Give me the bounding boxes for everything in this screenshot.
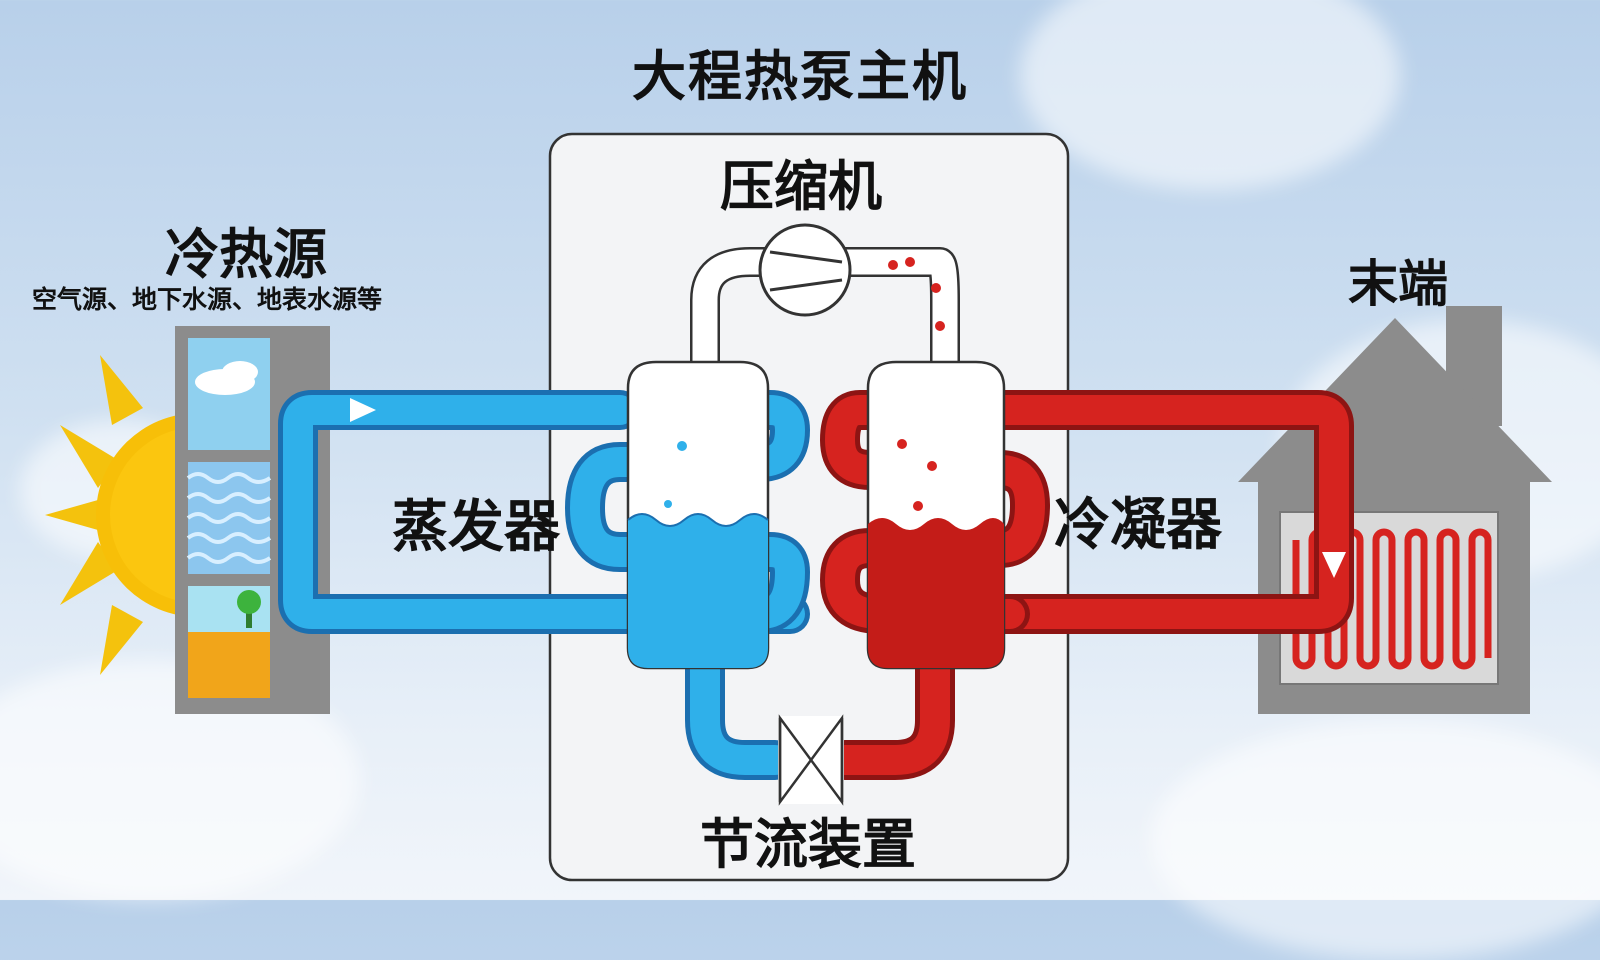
evaporator-tank [626,360,770,670]
terminal-label: 末端 [1348,255,1448,313]
compressor-label: 压缩机 [720,155,882,218]
cloud [1020,0,1400,190]
condenser-label: 冷凝器 [1054,493,1222,558]
heat-pump-diagram [45,132,1552,882]
throttle-device-label: 节流装置 [700,813,916,876]
compressor-piping [690,247,960,393]
heat-source-title: 冷热源 [165,223,327,286]
heat-source-subtitle: 空气源、地下水源、地表水源等 [32,285,383,314]
hot-water-loop [820,390,1354,780]
compressor-icon [758,223,852,317]
condenser-tank [866,360,1006,670]
throttle-valve-icon [778,714,844,806]
flow-arrow-icon [350,398,376,422]
diagram-title: 大程热泵主机 [632,45,968,108]
evaporator-label: 蒸发器 [392,495,560,560]
flow-arrow-icon [1322,552,1346,578]
cold-water-loop [278,390,810,780]
house-icon [1238,306,1552,714]
